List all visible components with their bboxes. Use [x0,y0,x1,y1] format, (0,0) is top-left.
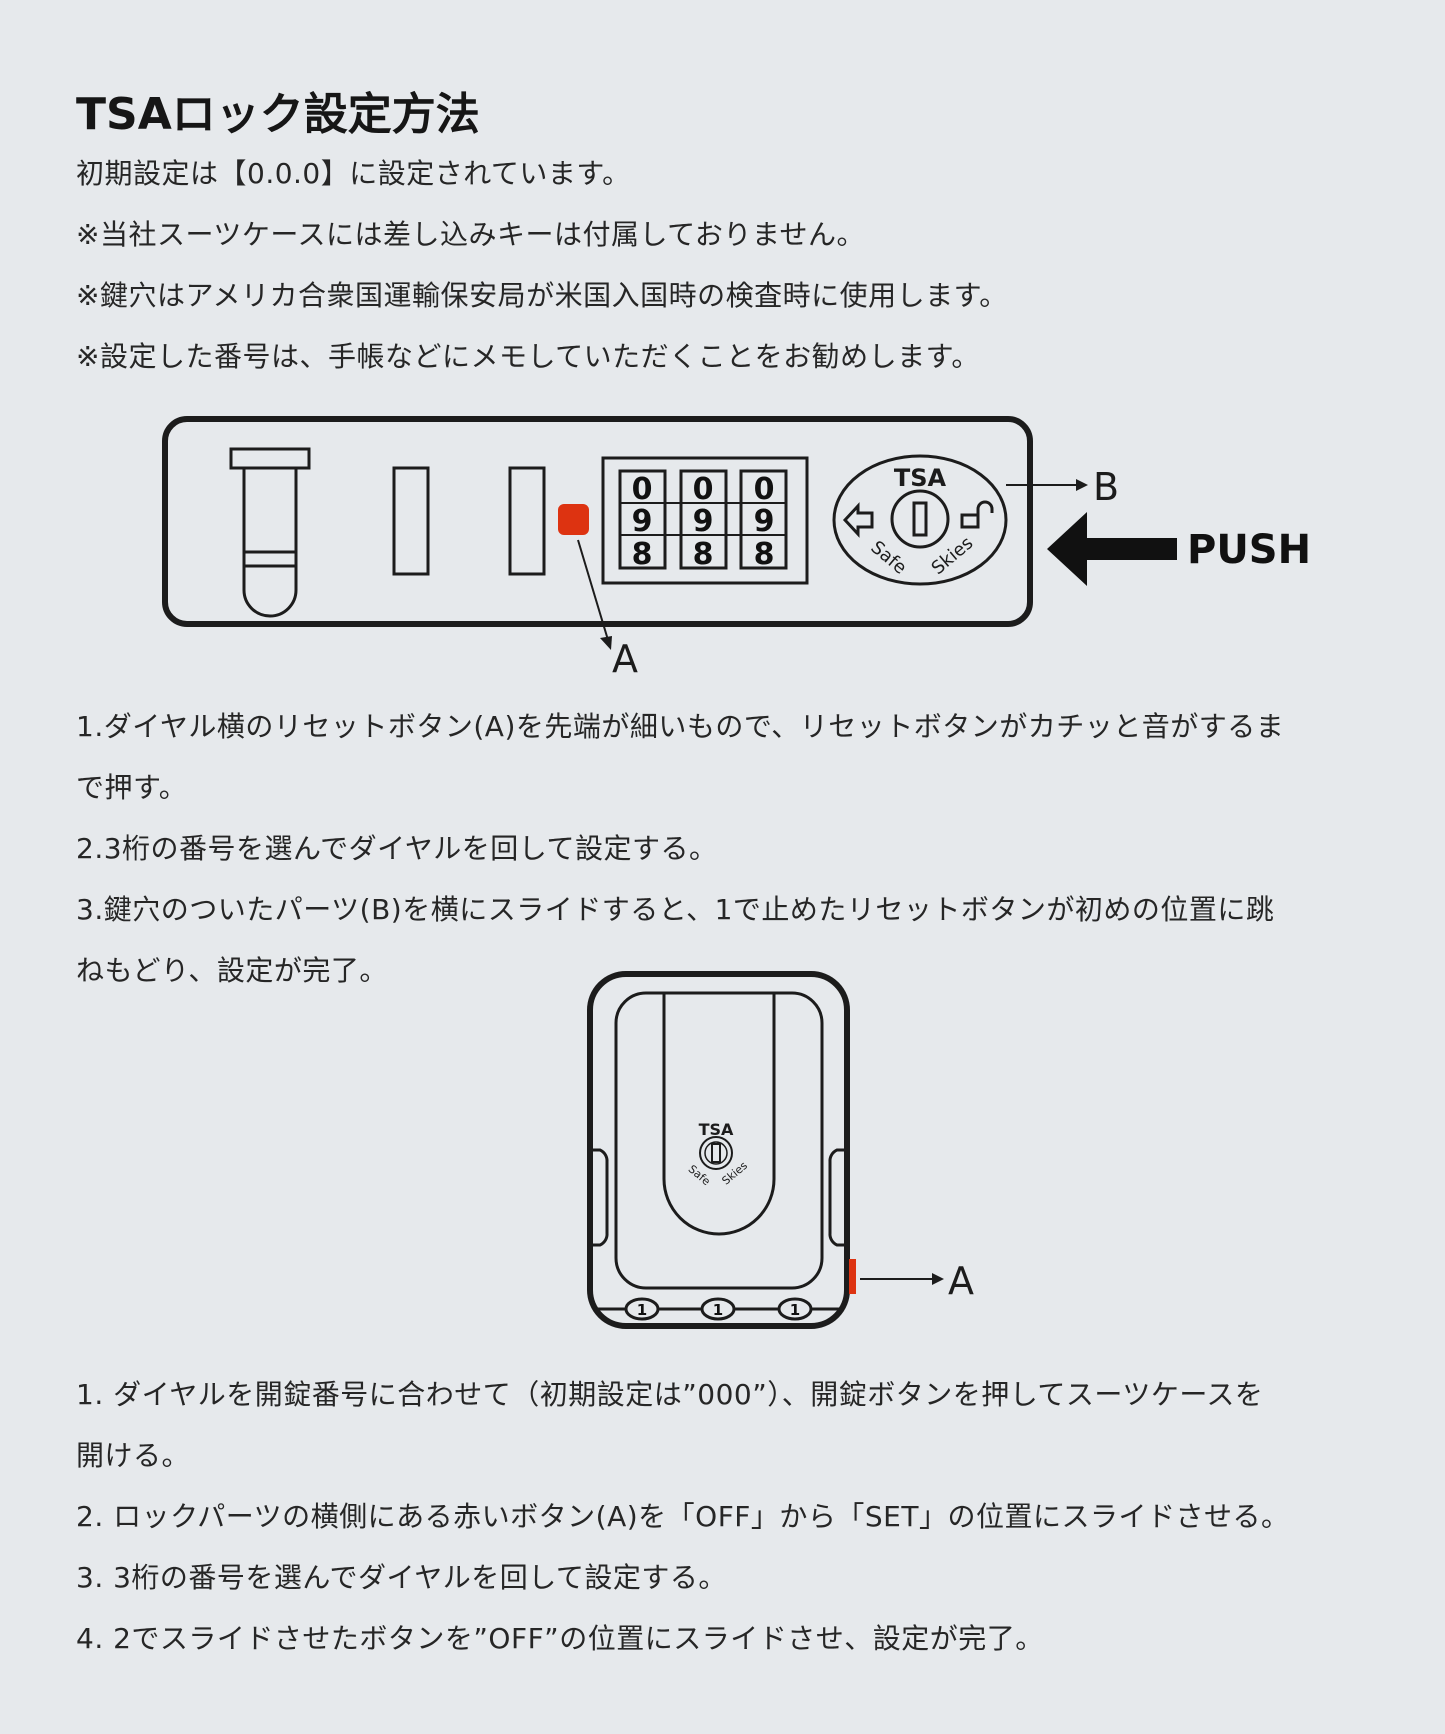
dial-2-bot: 8 [693,537,714,572]
dial-3-bot: 8 [754,537,775,572]
keyhole-icon [890,489,950,549]
red-slider-button-a [849,1259,856,1294]
tsa-lock-diagram-vertical: TSA Safe Skies 1 1 1 A [587,971,974,1329]
intro-note-keyhole: ※鍵穴はアメリカ合衆国運輸保安局が米国入国時の検査時に使用します。 [76,279,1008,312]
reset-button-a [558,504,589,535]
dial-1-bot: 8 [632,537,653,572]
intro-note-no-key: ※当社スーツケースには差し込みキーは付属しておりません。 [76,218,865,251]
label-a: A [948,1259,974,1303]
dial-1-mid: 9 [632,504,653,539]
procedure-step3: 3. 3桁の番号を選んでダイヤルを回して設定する。 [76,1561,727,1594]
tsa-keyhole-part-b: TSA Safe Skies [832,454,1008,586]
step3-line2: ねもどり、設定が完了。 [76,954,388,987]
label-a: A [612,637,638,681]
lock-body-outline [587,971,850,1329]
skies-text: Skies [719,1159,750,1188]
procedure-step4: 4. 2でスライドさせたボタンを”OFF”の位置にスライドさせ、設定が完了。 [76,1622,1044,1655]
dial-frame [601,456,809,585]
arrow-right-icon [932,1273,944,1285]
procedure-step1-line2: 開ける。 [76,1439,191,1472]
unlock-icon [960,500,994,529]
step1-line1: 1.ダイヤル横のリセットボタン(A)を先端が細いもので、リセットボタンがカチッと… [76,710,1285,743]
bottom-dials: 1 1 1 [624,1297,813,1321]
arrow-right-icon [1076,479,1088,491]
dial-1-top: 0 [632,472,653,507]
dial-1: 1 [637,1301,647,1319]
intro-default-setting: 初期設定は【0.0.0】に設定されています。 [76,157,631,190]
dial-2-top: 0 [693,472,714,507]
slot-left [392,466,430,576]
latch-hook-icon [229,447,311,618]
procedure-step2: 2. ロックパーツの横側にある赤いボタン(A)を「OFF」から「SET」の位置に… [76,1500,1290,1533]
step1-line2: で押す。 [76,771,188,804]
page-title: TSAロック設定方法 [76,89,480,140]
label-b: B [1093,465,1119,509]
procedure-step1-line1: 1. ダイヤルを開錠番号に合わせて（初期設定は”000”）、開錠ボタンを押してス… [76,1378,1264,1411]
keyhole-icon [711,1143,721,1163]
slot-right [508,466,546,576]
push-label: PUSH [1187,527,1311,573]
lock-body-outline [162,416,1033,627]
arrow-left-icon [842,502,874,538]
tsa-lock-diagram-horizontal: A 0 9 8 0 9 8 0 9 8 TSA Safe Skies [162,416,1311,681]
step2: 2.3桁の番号を選んでダイヤルを回して設定する。 [76,832,718,865]
intro-note-memo: ※設定した番号は、手帳などにメモしていただくことをお勧めします。 [76,340,980,373]
tsa-logo-text: TSA [699,1120,734,1139]
combination-dials: 0 9 8 0 9 8 0 9 8 [618,469,788,572]
dial-2: 1 [713,1301,723,1319]
dial-2-mid: 9 [693,504,714,539]
step3-line1: 3.鍵穴のついたパーツ(B)を横にスライドすると、1で止めたリセットボタンが初め… [76,893,1275,926]
arrow-head-icon [600,636,612,650]
tsa-logo-text: TSA [894,464,947,492]
dial-3: 1 [790,1301,800,1319]
tsa-keyhole-small: TSA Safe Skies [686,1120,750,1188]
dial-3-mid: 9 [754,504,775,539]
push-arrow-icon [1047,512,1177,586]
dial-3-top: 0 [754,472,775,507]
